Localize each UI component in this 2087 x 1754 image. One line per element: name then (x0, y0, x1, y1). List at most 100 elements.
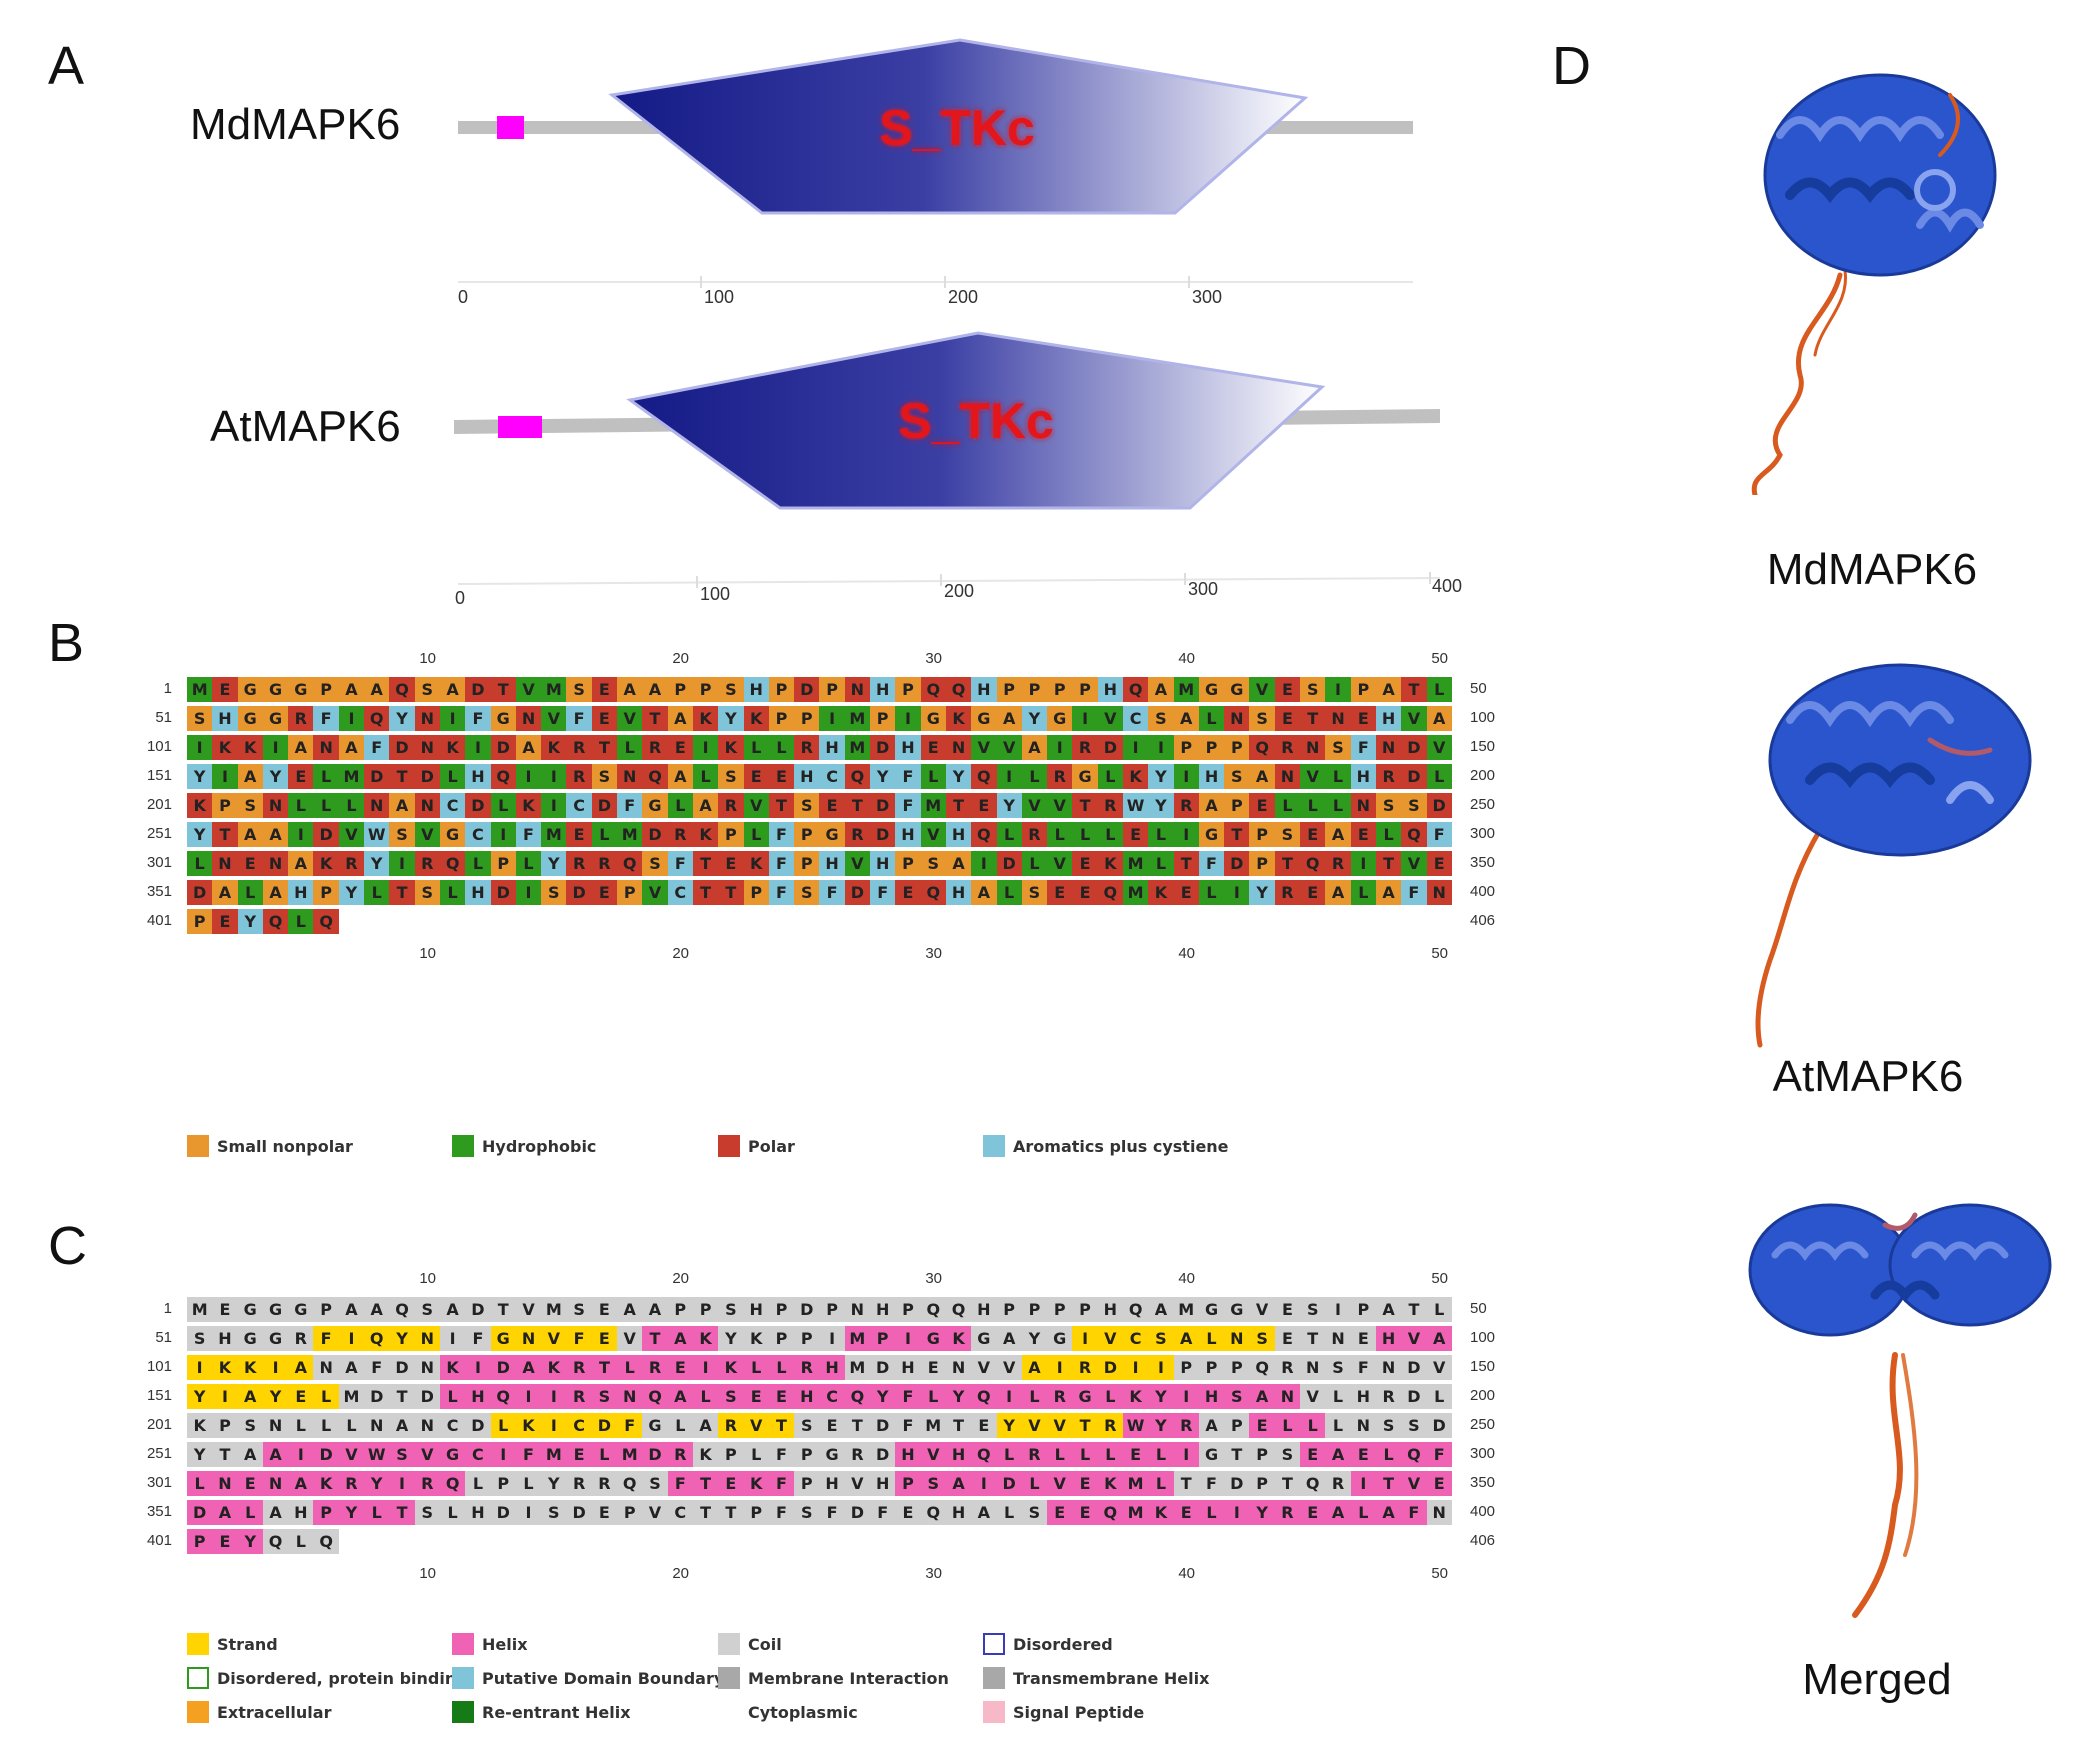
b-residue: S (414, 880, 440, 905)
c-residue: A (971, 1500, 997, 1525)
c-residue: E (1072, 1471, 1098, 1496)
b-residue: G (490, 706, 516, 731)
c-residue: E (971, 1413, 997, 1438)
c-empty-cell (819, 1529, 844, 1554)
b-residue: L (1325, 793, 1351, 818)
c-residue: D (490, 1500, 516, 1525)
b-residue: Q (1300, 851, 1326, 876)
c-residue: R (566, 1471, 592, 1496)
b-residue: S (794, 880, 820, 905)
c-residue: G (971, 1326, 997, 1351)
c-residue: A (439, 1297, 466, 1322)
b-residue: G (439, 822, 466, 847)
panel-b-letter: B (48, 613, 85, 673)
b-column-tick: 30 (925, 650, 943, 667)
c-empty-cell (1325, 1529, 1350, 1554)
c-residue: H (895, 1355, 921, 1380)
c-residue: E (1173, 1500, 1199, 1525)
c-residue: K (718, 1355, 744, 1380)
c-residue: G (237, 1326, 263, 1351)
c-residue: L (439, 1500, 466, 1525)
b-residue: K (743, 706, 769, 731)
b-residue: S (591, 764, 618, 789)
legend-c-item: Coil (718, 1633, 782, 1655)
b-column-tick: 20 (672, 650, 690, 667)
b-residue: A (338, 677, 365, 702)
b-residue: I (541, 764, 567, 789)
c-empty-cell (389, 1529, 414, 1554)
c-residue: H (743, 1297, 769, 1322)
b-residue: P (1072, 677, 1098, 702)
b-empty-cell (1351, 909, 1376, 934)
b-residue: T (1274, 851, 1301, 876)
b-residue: V (743, 793, 769, 818)
c-residue: I (541, 1413, 567, 1438)
c-residue: E (718, 1471, 744, 1496)
c-empty-cell (1098, 1529, 1123, 1554)
c-residue: Y (1148, 1413, 1174, 1438)
c-residue: N (364, 1413, 390, 1438)
c-residue: A (364, 1297, 390, 1322)
c-residue: E (1249, 1413, 1275, 1438)
c-residue: V (1047, 1413, 1073, 1438)
c-residue: R (844, 1442, 871, 1467)
c-residue: R (1375, 1384, 1402, 1409)
c-residue: N (414, 1326, 440, 1351)
b-residue: D (794, 677, 820, 702)
b-residue: L (187, 851, 213, 876)
b-residue: I (187, 735, 213, 760)
b-residue: H (212, 706, 238, 731)
b-empty-cell (389, 909, 414, 934)
b-residue: Y (1249, 880, 1275, 905)
b-residue: N (1426, 880, 1452, 905)
mdmapk6-structure (1751, 73, 1997, 495)
c-residue: H (895, 1442, 921, 1467)
b-residue: P (768, 706, 795, 731)
panel-d-letter: D (1552, 36, 1591, 96)
b-residue: P (1249, 822, 1275, 847)
c-empty-cell (465, 1529, 490, 1554)
c-residue: M (541, 1442, 567, 1467)
c-residue: C (667, 1500, 693, 1525)
b-residue: D (844, 880, 871, 905)
b-residue: H (743, 677, 769, 702)
c-residue: N (262, 1471, 289, 1496)
c-empty-cell (668, 1529, 693, 1554)
c-residue: E (591, 1326, 618, 1351)
c-residue: L (1426, 1384, 1452, 1409)
b-row-start-label: 1 (163, 680, 172, 697)
b-residue: E (1300, 822, 1326, 847)
c-residue: L (591, 1442, 618, 1467)
c-residue: I (1224, 1500, 1250, 1525)
c-residue: V (971, 1355, 997, 1380)
c-residue: S (1148, 1326, 1174, 1351)
legend-b-polar: Polar (718, 1135, 795, 1157)
b-residue: C (566, 793, 592, 818)
c-residue: S (1249, 1326, 1275, 1351)
b-residue: S (642, 851, 668, 876)
c-residue: A (1148, 1297, 1174, 1322)
b-residue: V (1021, 793, 1048, 818)
b-residue: F (895, 793, 921, 818)
c-residue: P (870, 1326, 896, 1351)
c-residue: P (1224, 1355, 1250, 1380)
c-residue: N (1325, 1326, 1351, 1351)
c-empty-cell (1199, 1529, 1224, 1554)
c-residue: Y (389, 1326, 415, 1351)
c-residue: E (1426, 1471, 1452, 1496)
b-residue: T (844, 793, 871, 818)
legend-c-item: Signal Peptide (983, 1701, 1144, 1723)
c-residue: I (1072, 1326, 1098, 1351)
b-residue: W (1122, 793, 1149, 818)
c-residue: A (338, 1355, 365, 1380)
c-residue: R (566, 1355, 592, 1380)
mdmapk6-axis-ticks (700, 276, 1190, 288)
b-residue: V (1249, 677, 1275, 702)
c-residue: I (971, 1471, 997, 1496)
b-empty-cell (744, 909, 769, 934)
c-residue: H (945, 1442, 972, 1467)
b-residue: T (945, 793, 972, 818)
c-residue: D (364, 1384, 390, 1409)
b-residue: Q (642, 764, 668, 789)
b-residue: K (237, 735, 263, 760)
